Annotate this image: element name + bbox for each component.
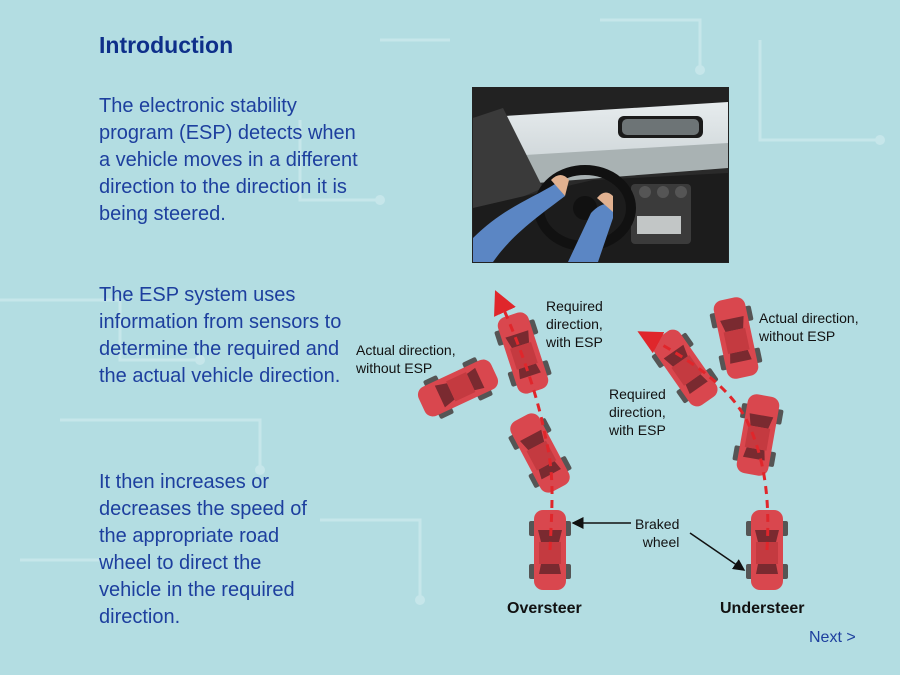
oversteer-required-direction-label: Required direction, with ESP xyxy=(546,298,603,350)
understeer-car-3 xyxy=(707,294,765,382)
next-button[interactable]: Next > xyxy=(809,629,856,646)
driver-steering-photo xyxy=(472,87,729,263)
understeer-car-2 xyxy=(730,391,786,479)
understeer-actual-direction-label: Actual direction, without ESP xyxy=(759,310,859,344)
esp-diagram-graphic xyxy=(412,290,788,590)
oversteer-car-2 xyxy=(502,407,578,499)
oversteer-caption: Oversteer xyxy=(507,600,582,617)
intro-paragraph-1: The electronic stability program (ESP) d… xyxy=(99,95,358,225)
page-title: Introduction xyxy=(99,32,234,58)
oversteer-actual-direction-label: Actual direction, without ESP xyxy=(356,342,456,376)
understeer-caption: Understeer xyxy=(720,600,805,617)
intro-paragraph-2: The ESP system uses information from sen… xyxy=(99,284,342,387)
braked-wheel-label: Braked wheel xyxy=(635,516,680,550)
esp-diagram: Actual direction, without ESP Required d… xyxy=(340,285,900,630)
understeer-required-direction-label: Required direction, with ESP xyxy=(609,386,666,438)
intro-paragraph-3: It then increases or decreases the speed… xyxy=(99,471,307,628)
